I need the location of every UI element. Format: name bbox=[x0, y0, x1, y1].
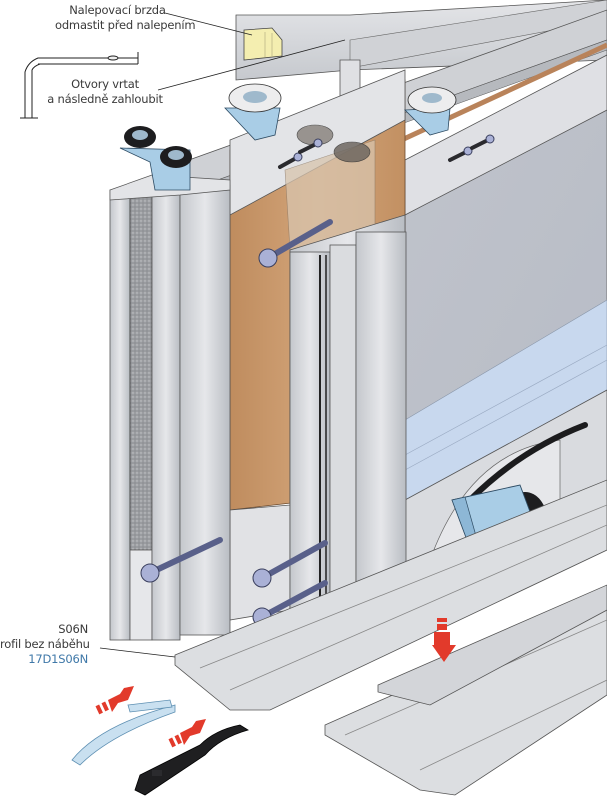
arrow-down-icon bbox=[432, 618, 456, 662]
brake-pad bbox=[243, 27, 283, 61]
holes-label-line2: a následně zahloubit bbox=[47, 92, 163, 106]
profile-label: S06N rofil bez náběhu 17D1S06N bbox=[0, 622, 90, 667]
glass-panel bbox=[404, 54, 607, 501]
arrow-upright-icon bbox=[95, 686, 206, 748]
detail-sketch bbox=[20, 52, 139, 119]
middle-profile bbox=[289, 214, 407, 623]
track-cover bbox=[377, 584, 607, 706]
holes-label: Otvory vrtat a následně zahloubit bbox=[45, 77, 165, 107]
brake-label-line1: Nalepovací brzda bbox=[69, 3, 166, 17]
profile-code: 17D1S06N bbox=[28, 652, 88, 666]
top-rollers bbox=[119, 83, 457, 191]
leader-lines bbox=[99, 12, 346, 658]
clip-blue bbox=[71, 699, 176, 766]
profile-name: S06N bbox=[58, 622, 88, 636]
brake-label: Nalepovací brzda odmastit před nalepením bbox=[55, 3, 196, 33]
profile-description: rofil bez náběhu bbox=[0, 637, 90, 651]
clip-black bbox=[134, 724, 249, 796]
left-profile bbox=[109, 174, 231, 641]
bottom-track bbox=[174, 479, 607, 796]
brake-label-line2: odmastit před nalepením bbox=[55, 18, 196, 32]
screws bbox=[140, 134, 495, 627]
holes-label-line1: Otvory vrtat bbox=[71, 77, 139, 91]
